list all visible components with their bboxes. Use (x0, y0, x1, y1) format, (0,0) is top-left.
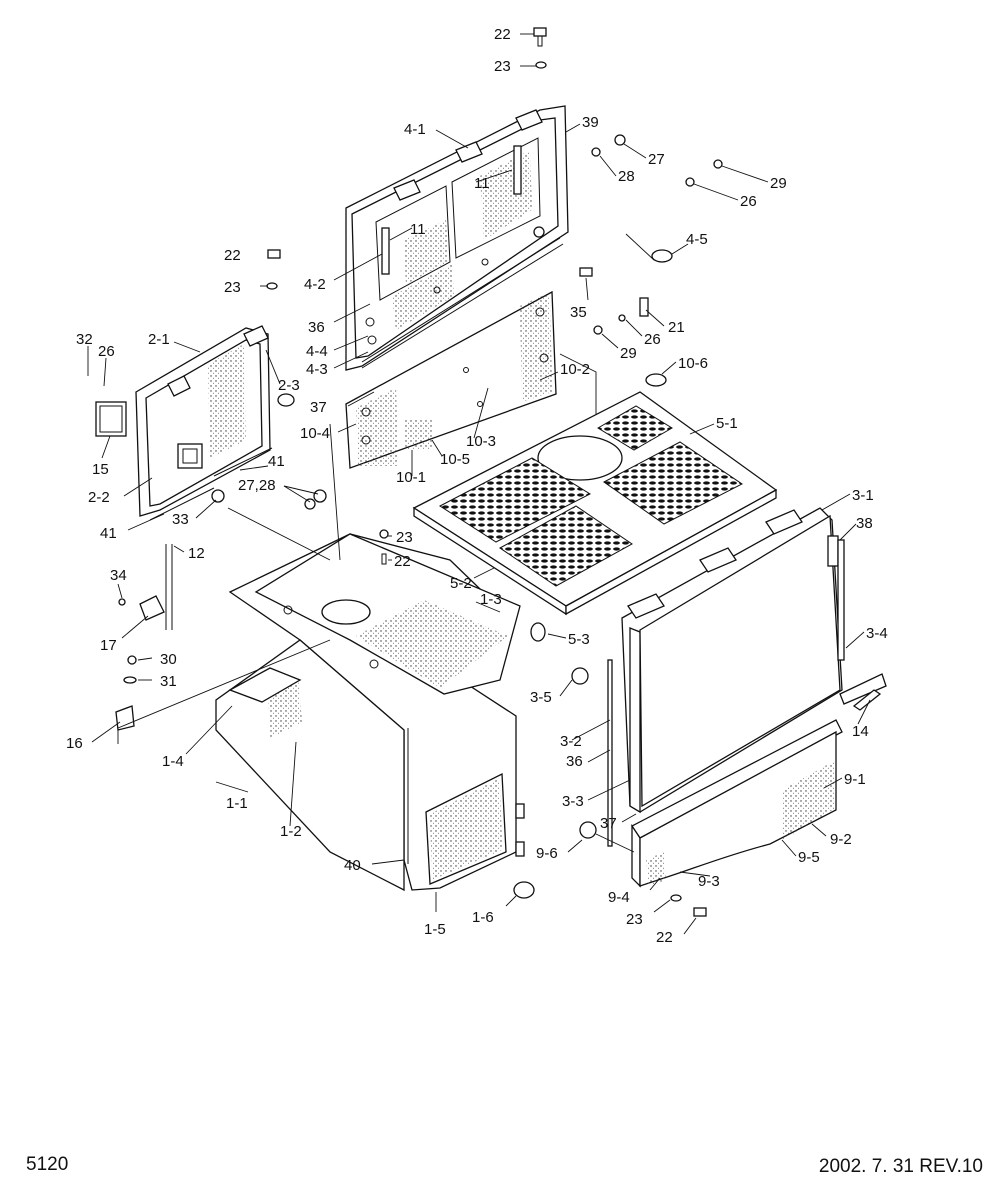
callout-label: 23 (224, 279, 241, 296)
callout-label: 3-1 (852, 487, 874, 504)
callout-label: 11 (410, 221, 426, 238)
callout-label: 27 (648, 151, 665, 168)
callout-label: 34 (110, 567, 127, 584)
callout-label: 35 (570, 304, 587, 321)
callout-label: 4-5 (686, 231, 708, 248)
callout-label: 4-4 (306, 343, 328, 360)
callout-label: 3-3 (562, 793, 584, 810)
page-number: 5120 (26, 1154, 69, 1175)
callout-label: 1-6 (472, 909, 494, 926)
callout-label: 10-2 (560, 361, 590, 378)
callout-label: 5-1 (716, 415, 738, 432)
callout-labels: 22 23 4-1 39 27 11 28 29 26 11 4-5 4-2 2… (66, 26, 888, 946)
callout-label: 22 (224, 247, 241, 264)
callout-label: 36 (566, 753, 583, 770)
callout-label: 3-4 (866, 625, 888, 642)
callout-label: 40 (344, 857, 361, 874)
callout-label: 39 (582, 114, 599, 131)
callout-label: 1-2 (280, 823, 302, 840)
callout-label: 2-2 (88, 489, 110, 506)
callout-label: 41 (100, 525, 117, 542)
callout-label: 23 (494, 58, 511, 75)
callout-label: 32 (76, 331, 93, 348)
callout-label: 27,28 (238, 477, 276, 494)
callout-label: 23 (626, 911, 643, 928)
callout-label: 5-2 (450, 575, 472, 592)
lower-side-panel (631, 719, 843, 888)
callout-label: 41 (268, 453, 285, 470)
callout-label: 10-5 (440, 451, 470, 468)
right-side-door (621, 507, 887, 814)
callout-label: 1-4 (162, 753, 184, 770)
callout-label: 22 (494, 26, 511, 43)
callout-label: 26 (644, 331, 661, 348)
callout-label: 26 (740, 193, 757, 210)
callout-label: 9-3 (698, 873, 720, 890)
callout-label: 9-4 (608, 889, 630, 906)
callout-label: 12 (188, 545, 205, 562)
callout-label: 28 (618, 168, 635, 185)
callout-label: 16 (66, 735, 83, 752)
callout-label: 14 (852, 723, 869, 740)
callout-label: 9-1 (844, 771, 866, 788)
callout-label: 23 (396, 529, 413, 546)
callout-label: 3-2 (560, 733, 582, 750)
callout-label: 9-2 (830, 831, 852, 848)
callout-label: 17 (100, 637, 117, 654)
callout-label: 4-3 (306, 361, 328, 378)
top-plate (412, 391, 778, 616)
callout-label: 29 (770, 175, 787, 192)
partition-panel (345, 290, 557, 469)
callout-label: 26 (98, 343, 115, 360)
callout-label: 10-3 (466, 433, 496, 450)
callout-label: 11 (474, 175, 490, 192)
leader-lines (87, 33, 871, 935)
fasteners (115, 27, 882, 917)
engine-hood-assembly (345, 105, 569, 371)
callout-label: 9-6 (536, 845, 558, 862)
callout-label: 37 (310, 399, 327, 416)
callout-label: 22 (394, 553, 411, 570)
callout-label: 10-6 (678, 355, 708, 372)
callout-label: 2-1 (148, 331, 170, 348)
callout-label: 4-1 (404, 121, 426, 138)
callout-label: 30 (160, 651, 177, 668)
callout-label: 21 (668, 319, 685, 336)
callout-label: 2-3 (278, 377, 300, 394)
callout-label: 36 (308, 319, 325, 336)
callout-label: 31 (160, 673, 177, 690)
callout-label: 29 (620, 345, 637, 362)
callout-label: 3-5 (530, 689, 552, 706)
callout-label: 1-1 (226, 795, 248, 812)
main-frame (215, 533, 525, 892)
callout-label: 1-3 (480, 591, 502, 608)
callout-label: 1-5 (424, 921, 446, 938)
callout-label: 37 (600, 815, 617, 832)
callout-label: 10-4 (300, 425, 330, 442)
side-door-assembly (95, 325, 273, 521)
callout-label: 33 (172, 511, 189, 528)
callout-label: 10-1 (396, 469, 426, 486)
callout-label: 15 (92, 461, 109, 478)
callout-label: 38 (856, 515, 873, 532)
callout-label: 4-2 (304, 276, 326, 293)
callout-label: 22 (656, 929, 673, 946)
revision-date: 2002. 7. 31 REV.10 (818, 1156, 983, 1177)
callout-label: 9-5 (798, 849, 820, 866)
callout-label: 5-3 (568, 631, 590, 648)
